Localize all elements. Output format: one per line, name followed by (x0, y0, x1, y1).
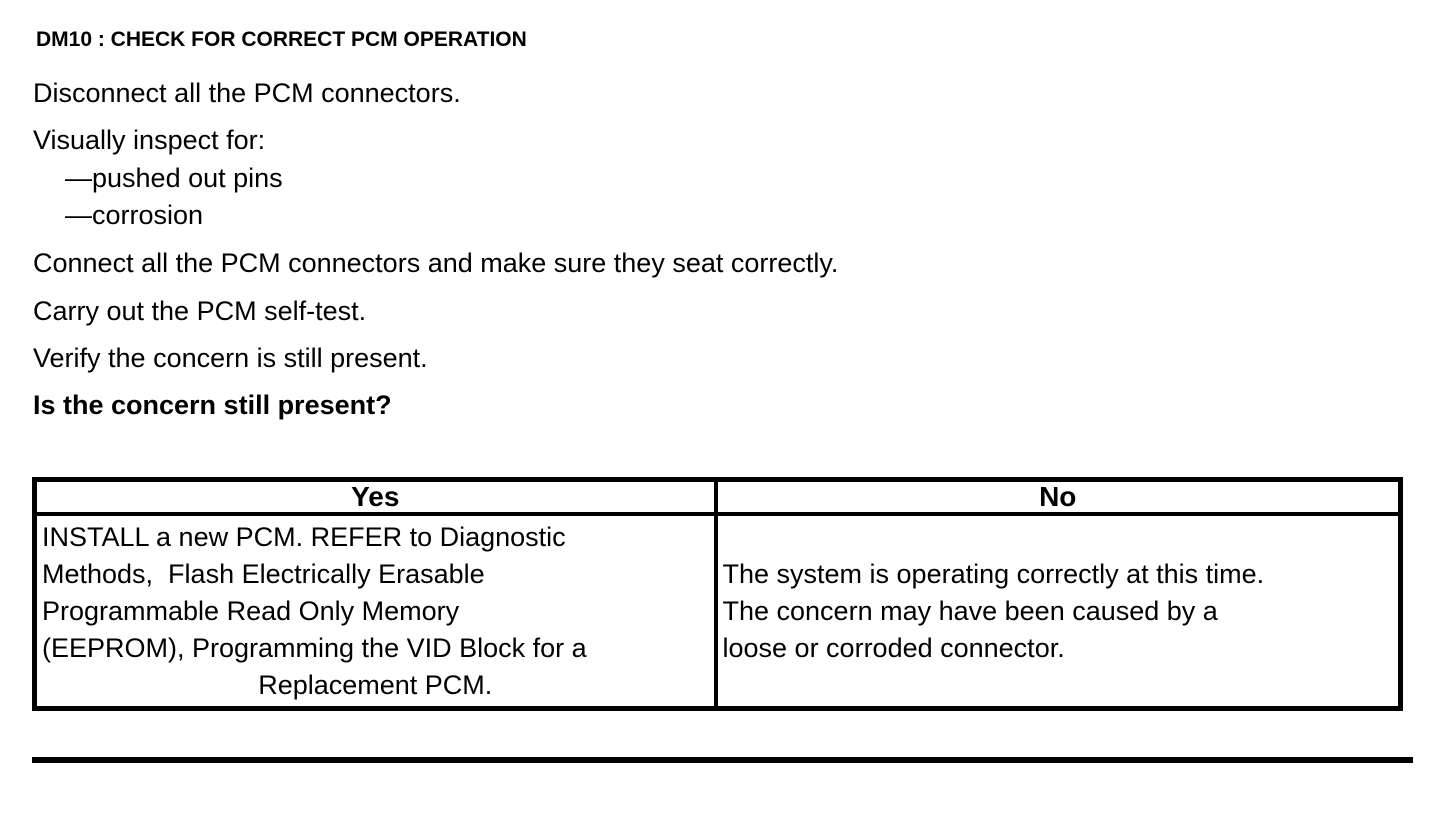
yes-cell-line: Programmable Read Only Memory (42, 595, 460, 626)
no-cell-line: The concern may have been caused by a (722, 595, 1218, 626)
inspect-item-corrosion: —corrosion (65, 200, 204, 230)
instruction-connect: Connect all the PCM connectors and make … (33, 248, 839, 278)
section-divider-rule (32, 757, 1413, 763)
yes-header-cell: Yes (32, 477, 718, 516)
yes-cell-line: Methods, Flash Electrically Erasable (42, 558, 485, 589)
decision-table: Yes No INSTALL a new PCM. REFER to Diagn… (32, 477, 1403, 711)
no-action-cell: The system is operating correctly at thi… (713, 512, 1403, 711)
service-manual-page: DM10 : CHECK FOR CORRECT PCM OPERATION D… (32, 28, 1413, 763)
instruction-disconnect: Disconnect all the PCM connectors. (33, 78, 461, 108)
no-cell-line: loose or corroded connector. (722, 632, 1065, 663)
yes-action-cell: INSTALL a new PCM. REFER to Diagnostic M… (32, 512, 718, 711)
yes-cell-line: Replacement PCM. (258, 669, 493, 700)
instruction-self-test: Carry out the PCM self-test. (33, 296, 367, 326)
no-header-cell: No (713, 477, 1403, 516)
decision-question: Is the concern still present? (33, 390, 392, 420)
decision-table-header-row: Yes No (32, 477, 1403, 516)
decision-table-body-row: INSTALL a new PCM. REFER to Diagnostic M… (32, 512, 1403, 711)
yes-cell-line: (EEPROM), Programming the VID Block for … (42, 632, 587, 663)
instruction-verify: Verify the concern is still present. (33, 343, 428, 373)
instruction-inspect: Visually inspect for: (33, 125, 266, 155)
inspect-item-pushed-pins: —pushed out pins (65, 163, 283, 193)
step-title: DM10 : CHECK FOR CORRECT PCM OPERATION (36, 28, 527, 51)
no-cell-line: The system is operating correctly at thi… (722, 558, 1265, 589)
yes-cell-line: INSTALL a new PCM. REFER to Diagnostic (42, 521, 566, 552)
